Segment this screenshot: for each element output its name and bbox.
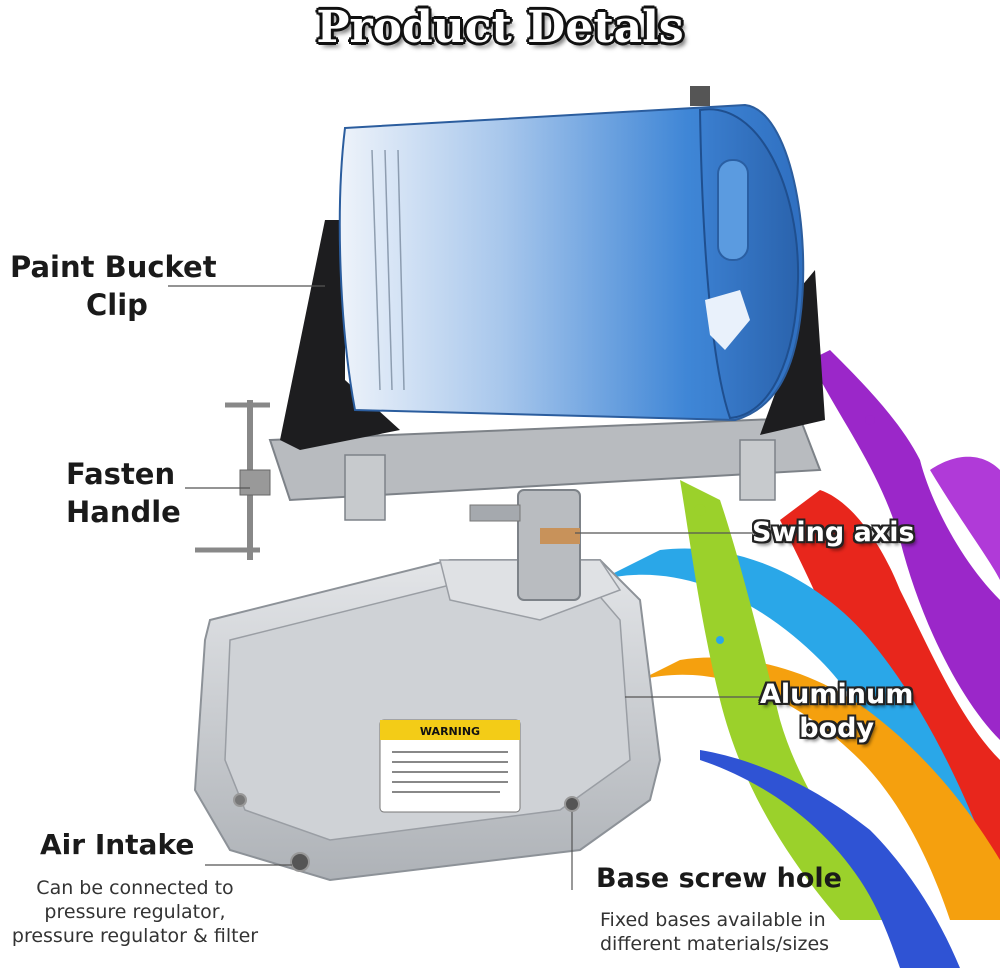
paint-bucket-clip-label-line2: Clip bbox=[86, 288, 148, 322]
air-intake-desc-line2: pressure regulator, bbox=[44, 901, 226, 923]
base-screw-hole-label: Base screw hole bbox=[596, 863, 842, 894]
fasten-handle-label: Fasten Handle bbox=[66, 455, 181, 531]
aluminum-body-label: Aluminum body bbox=[760, 678, 913, 746]
fasten-handle-label-line2: Handle bbox=[66, 495, 181, 529]
clamp-platform bbox=[195, 400, 822, 560]
base-screw-hole-description: Fixed bases available in different mater… bbox=[600, 908, 829, 956]
leader-lines bbox=[168, 285, 760, 890]
air-intake-description: Can be connected to pressure regulator, … bbox=[0, 876, 270, 948]
paint-bucket-clip-label-line1: Paint Bucket bbox=[10, 250, 217, 284]
base-screw-hole-desc-line1: Fixed bases available in bbox=[600, 909, 826, 931]
swing-axis-column bbox=[469, 489, 581, 601]
base-screw-hole-desc-line2: different materials/sizes bbox=[600, 933, 830, 955]
base-screw-hole bbox=[564, 796, 580, 812]
air-intake-label: Air Intake bbox=[40, 828, 195, 861]
aluminum-base: WARNING bbox=[193, 559, 662, 882]
air-intake-desc-line1: Can be connected to bbox=[36, 877, 234, 899]
aluminum-body-label-line1: Aluminum bbox=[760, 679, 914, 710]
air-intake-desc-line3: pressure regulator & filter bbox=[11, 925, 259, 947]
swing-axis-label: Swing axis bbox=[752, 517, 915, 548]
page-title: Product Detals bbox=[316, 2, 684, 53]
aluminum-body-label-line2: body bbox=[799, 713, 875, 744]
warning-label: WARNING bbox=[420, 725, 480, 738]
air-intake-port bbox=[290, 852, 310, 872]
fasten-handle-label-line1: Fasten bbox=[66, 457, 176, 491]
paint-bucket-clip-label: Paint Bucket Clip bbox=[10, 248, 217, 324]
paint-bucket bbox=[338, 86, 805, 422]
paint-splash bbox=[600, 350, 1000, 968]
